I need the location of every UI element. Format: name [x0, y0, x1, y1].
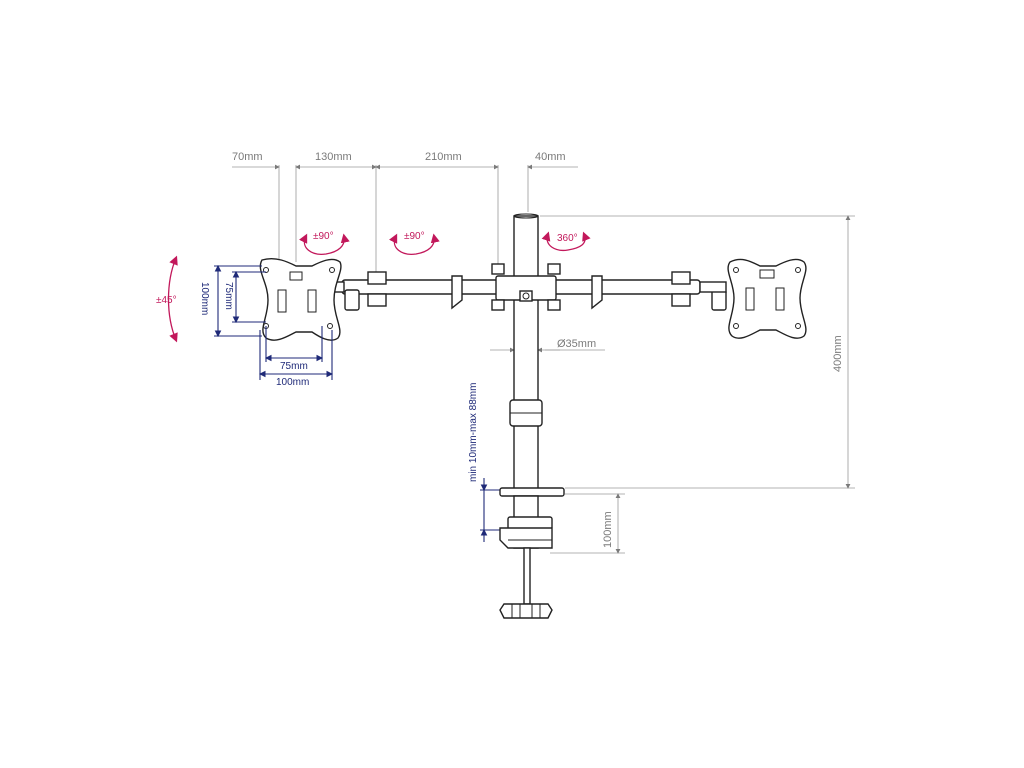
vesa-dimensions: 75mm 100mm 75mm 100mm [199, 264, 334, 388]
dim-vesa-h-75: 75mm [223, 282, 234, 310]
rotation-swivel-1: ±90° [313, 231, 334, 242]
left-vesa-plate [259, 257, 342, 341]
rotation-swivel-2: ±90° [404, 231, 425, 242]
dim-70mm: 70mm [232, 151, 263, 163]
dim-pole-diameter: Ø35mm [557, 338, 596, 350]
desk-range-dimension: min 10mm-max 88mm [468, 383, 506, 542]
rotation-360: 360° [557, 233, 578, 244]
rotation-tilt: ±45° [156, 295, 177, 306]
clamp-dimension: 100mm [550, 493, 625, 554]
dim-210mm: 210mm [425, 151, 462, 163]
dim-40mm: 40mm [535, 151, 566, 163]
desk-clamp [499, 487, 565, 619]
dim-desk-range: min 10mm-max 88mm [468, 383, 479, 482]
pole [509, 213, 543, 493]
top-dimensions: 70mm 130mm 210mm 40mm [232, 151, 578, 272]
pole-diameter-dimension: Ø35mm [490, 338, 605, 353]
dim-vesa-h-100: 100mm [199, 282, 210, 315]
rotation-indicators: ±45° ±90° ±90° 360° [156, 231, 591, 343]
dim-400mm: 400mm [832, 335, 844, 372]
dim-vesa-w-100: 100mm [276, 377, 309, 388]
height-dimension: 400mm [540, 215, 855, 489]
right-vesa-plate [727, 258, 807, 339]
dim-clamp-100mm: 100mm [602, 511, 614, 548]
dim-vesa-w-75: 75mm [280, 361, 308, 372]
dim-130mm: 130mm [315, 151, 352, 163]
